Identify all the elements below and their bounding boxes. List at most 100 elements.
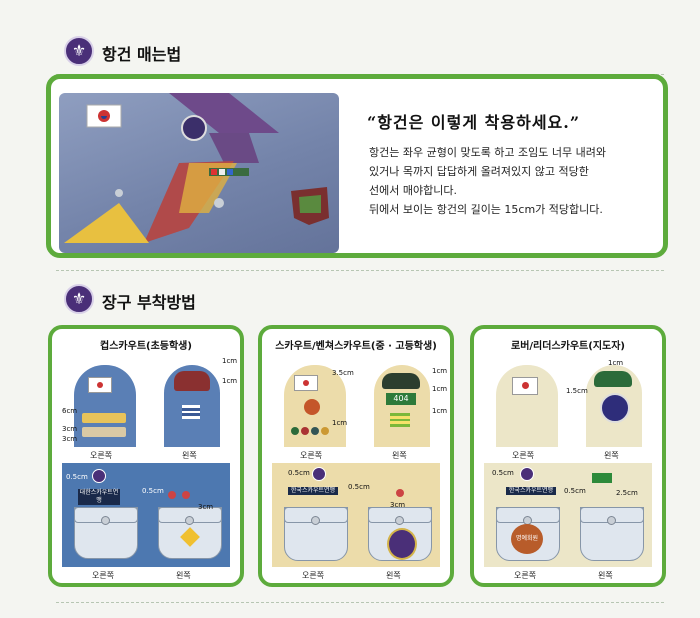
divider bbox=[56, 602, 664, 603]
right-sleeve-label: 오른쪽 bbox=[300, 451, 323, 460]
measure-1cm: 1cm bbox=[222, 377, 238, 385]
intro-line: 선에서 매야합니다. bbox=[369, 184, 457, 197]
cub-scout-card: 컵스카우트(초등학생) 오른쪽 6cm 3cm 3cm 1cm 1cm 왼쪽 0… bbox=[48, 325, 244, 587]
pocket-left bbox=[368, 507, 432, 561]
right-sleeve bbox=[496, 365, 558, 447]
troop-patch bbox=[174, 371, 210, 391]
flag-patch bbox=[88, 377, 112, 393]
pocket-left bbox=[580, 507, 644, 561]
pocket-right-label: 오른쪽 bbox=[514, 571, 537, 580]
divider bbox=[56, 270, 664, 271]
pocket-button bbox=[311, 516, 320, 525]
pocket-left-label: 왼쪽 bbox=[598, 571, 613, 580]
left-sleeve-label: 왼쪽 bbox=[182, 451, 197, 460]
pocket-button bbox=[101, 516, 110, 525]
measure-3cm: 3cm bbox=[390, 501, 406, 509]
measure-1cm: 1cm bbox=[432, 385, 448, 393]
measure-3cm: 3cm bbox=[62, 425, 78, 433]
pocket-area: 0.5cm 한국스카우트연맹 0.5cm 3cm bbox=[272, 463, 440, 567]
right-sleeve bbox=[74, 365, 136, 447]
measure-2.5cm: 2.5cm bbox=[616, 489, 638, 497]
pocket-button bbox=[185, 516, 194, 525]
flag-patch bbox=[294, 375, 318, 391]
pocket-area: 0.5cm 한국스카우트연맹 0.5cm 2.5cm 명예회원 bbox=[484, 463, 652, 567]
rover-leader-card: 로버/리더스카우트(지도자) 오른쪽 1.5cm 1cm 왼쪽 0.5cm 한국… bbox=[470, 325, 666, 587]
measure-6cm: 6cm bbox=[62, 407, 78, 415]
measure-0.5cm: 0.5cm bbox=[66, 473, 88, 481]
measure-3.5cm: 3.5cm bbox=[332, 369, 354, 377]
oval-badge bbox=[387, 528, 417, 560]
measure-1cm: 1cm bbox=[608, 359, 624, 367]
name-tag: 대한스카우트연맹 bbox=[78, 489, 120, 505]
right-sleeve bbox=[284, 365, 346, 447]
troop-number: 404 bbox=[386, 393, 416, 405]
intro-line: 있거나 목까지 답답하게 올려져있지 않고 적당한 bbox=[369, 165, 589, 178]
rank-patch bbox=[182, 405, 200, 419]
measure-1cm: 1cm bbox=[222, 357, 238, 365]
right-sleeve-label: 오른쪽 bbox=[512, 451, 535, 460]
fleur-de-lis-icon: ⚜ bbox=[64, 284, 94, 314]
measure-1cm: 1cm bbox=[432, 407, 448, 415]
measure-0.5cm: 0.5cm bbox=[564, 487, 586, 495]
emblem-pin bbox=[396, 489, 404, 497]
pocket-right-label: 오른쪽 bbox=[302, 571, 325, 580]
left-sleeve-label: 왼쪽 bbox=[604, 451, 619, 460]
rank-bar bbox=[592, 473, 612, 483]
intro-line: 항건는 좌우 균형이 맞도록 하고 조임도 너무 내려와 bbox=[369, 146, 606, 159]
intro-line: 뒤에서 보이는 항건의 길이는 15cm가 적당합니다. bbox=[369, 203, 603, 216]
left-sleeve-label: 왼쪽 bbox=[392, 451, 407, 460]
intro-quote: “항건은 이렇게 착용하세요.” bbox=[367, 113, 581, 132]
pocket-left bbox=[158, 507, 222, 559]
scout-venture-card: 스카우트/벤쳐스카우트(중 · 고등학생) 3.5cm 1cm 오른쪽 404 … bbox=[258, 325, 454, 587]
pocket-right bbox=[74, 507, 138, 559]
name-tag: 한국스카우트연맹 bbox=[288, 487, 338, 495]
troop-patch bbox=[382, 373, 420, 389]
name-tag: 한국스카우트연맹 bbox=[506, 487, 556, 495]
round-emblem bbox=[600, 393, 630, 423]
honor-oval: 명예회원 bbox=[511, 524, 543, 554]
left-sleeve: 404 bbox=[374, 365, 430, 447]
emblem-pin bbox=[312, 467, 326, 481]
pocket-right-label: 오른쪽 bbox=[92, 571, 115, 580]
pocket-right bbox=[284, 507, 348, 561]
neckerchief-panel: “항건은 이렇게 착용하세요.” 항건는 좌우 균형이 맞도록 하고 조임도 너… bbox=[46, 74, 668, 258]
pocket-button bbox=[395, 516, 404, 525]
pocket-button bbox=[607, 516, 616, 525]
measure-3cm: 3cm bbox=[62, 435, 78, 443]
measure-1cm: 1cm bbox=[432, 367, 448, 375]
emblem-pin bbox=[182, 491, 190, 499]
emblem-pin bbox=[520, 467, 534, 481]
measure-0.5cm: 0.5cm bbox=[142, 487, 164, 495]
rank-patch bbox=[390, 413, 410, 427]
scout-uniform-photo bbox=[59, 93, 339, 253]
emblem-pin bbox=[168, 491, 176, 499]
measure-0.5cm: 0.5cm bbox=[288, 469, 310, 477]
card-title: 스카우트/벤쳐스카우트(중 · 고등학생) bbox=[275, 341, 437, 352]
diamond-badge bbox=[180, 527, 200, 547]
card-title: 컵스카우트(초등학생) bbox=[100, 341, 192, 352]
round-badge bbox=[304, 399, 320, 415]
troop-patch bbox=[594, 371, 632, 387]
pocket-area: 0.5cm 대한스카우트연맹 0.5cm 3cm bbox=[62, 463, 230, 567]
badge-row bbox=[82, 427, 126, 437]
right-sleeve-label: 오른쪽 bbox=[90, 451, 113, 460]
pocket-left-label: 왼쪽 bbox=[176, 571, 191, 580]
emblem-pin bbox=[92, 469, 106, 483]
left-sleeve bbox=[586, 365, 642, 447]
intro-text: 항건는 좌우 균형이 맞도록 하고 조임도 너무 내려와 있거나 목까지 답답하… bbox=[369, 143, 669, 219]
left-sleeve bbox=[164, 365, 220, 447]
card-title: 로버/리더스카우트(지도자) bbox=[511, 341, 625, 352]
section-title-neckerchief: 항건 매는법 bbox=[102, 45, 182, 64]
flag-patch bbox=[512, 377, 538, 395]
measure-0.5cm: 0.5cm bbox=[492, 469, 514, 477]
pocket-right: 명예회원 bbox=[496, 507, 560, 561]
pocket-left-label: 왼쪽 bbox=[386, 571, 401, 580]
measure-1cm: 1cm bbox=[332, 419, 348, 427]
measure-0.5cm: 0.5cm bbox=[348, 483, 370, 491]
section-title-insignia: 장구 부착방법 bbox=[102, 293, 196, 312]
measure-3cm: 3cm bbox=[198, 503, 214, 511]
fleur-de-lis-icon: ⚜ bbox=[64, 36, 94, 66]
merit-badges bbox=[290, 421, 340, 441]
measure-1.5cm: 1.5cm bbox=[566, 387, 588, 395]
badge-row bbox=[82, 413, 126, 423]
